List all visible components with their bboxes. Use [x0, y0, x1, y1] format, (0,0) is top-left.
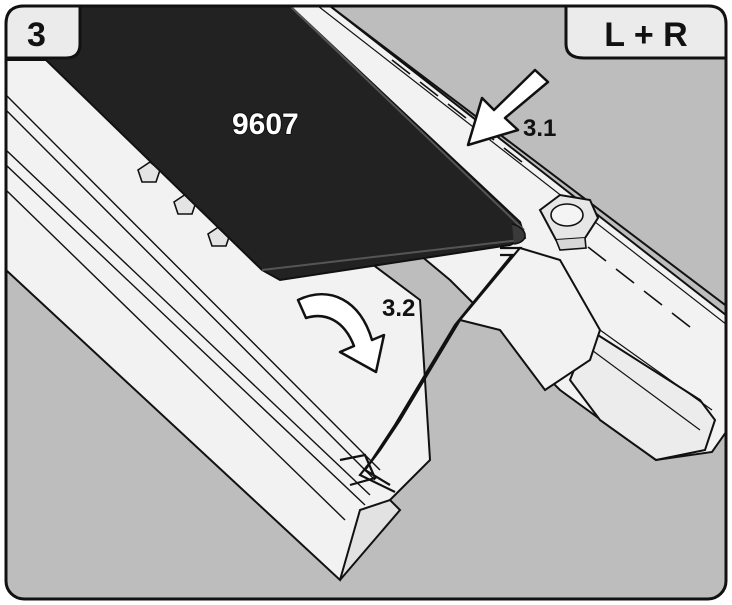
callout-label-3-1: 3.1: [523, 115, 556, 142]
callout-label-3-2: 3.2: [382, 295, 415, 322]
arrow-press-icon: [466, 68, 550, 147]
fastener-row: [137, 161, 231, 247]
right-rail-groove: [317, 6, 726, 336]
part-code-label: 9607: [232, 108, 299, 141]
left-rail-lip: [339, 498, 402, 581]
rubber-strip: [44, 6, 527, 282]
step-number: 3: [27, 16, 46, 54]
side-badge: L + R: [564, 4, 728, 60]
right-rail-edge: [329, 6, 726, 321]
step-badge: 3: [4, 4, 82, 60]
arrow-rotate-icon: [296, 293, 386, 374]
panel-border: [4, 4, 728, 601]
left-rail-ribs: [6, 94, 381, 521]
bracket-wedge: [458, 246, 602, 392]
bolt-icon: [538, 193, 600, 251]
side-label: L + R: [604, 16, 687, 54]
